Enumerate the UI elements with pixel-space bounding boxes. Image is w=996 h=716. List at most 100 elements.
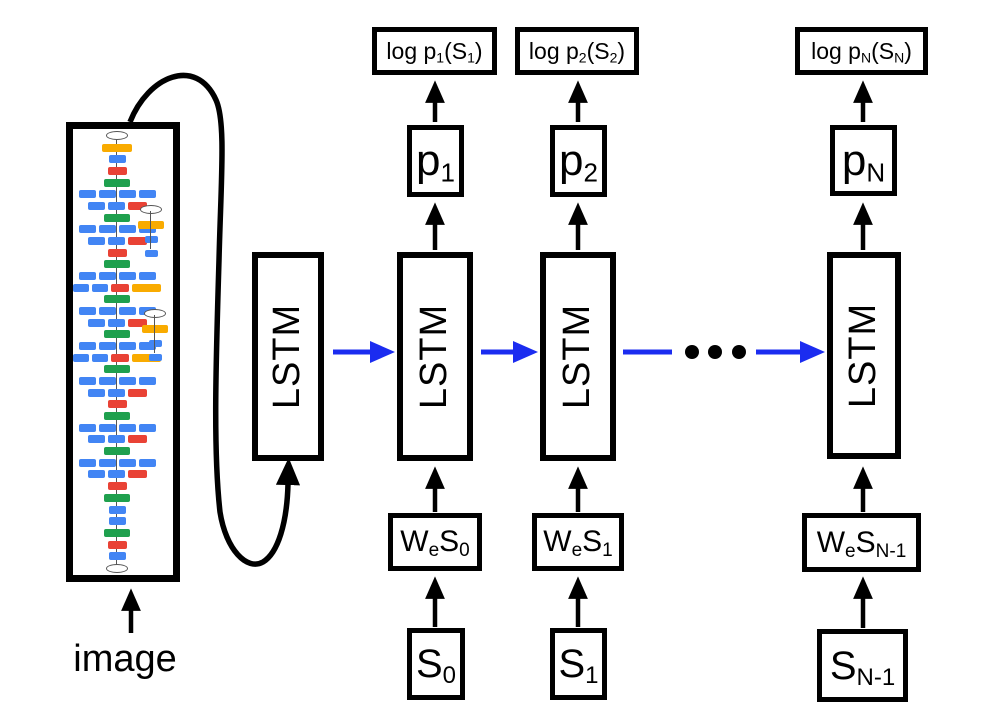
cnn-layer-node-blue	[98, 272, 116, 281]
cnn-layer-node-blue	[138, 272, 156, 281]
cnn-layer-node-blue	[73, 283, 90, 292]
cnn-layer-node-ellipse	[140, 205, 162, 214]
cnn-layer-node-yellow	[132, 283, 161, 292]
cnn-layer-row	[73, 283, 161, 292]
cnn-layer-node-ellipse	[144, 309, 166, 318]
cnn-layer-row	[73, 143, 161, 152]
cnn-layer-node-blue	[138, 377, 156, 386]
cnn-layer-node-blue	[78, 423, 96, 432]
cnn-layer-node-blue	[107, 202, 125, 211]
cnn-aux-branch-1	[133, 205, 169, 257]
cnn-layer-row	[73, 540, 161, 549]
word-box-0: S0	[407, 628, 465, 700]
cnn-layer-row	[73, 365, 161, 374]
cnn-layer-node-red	[127, 388, 147, 397]
cnn-layer-node-blue	[107, 388, 125, 397]
cnn-layer-row	[73, 167, 161, 176]
cnn-layer-row	[73, 447, 161, 456]
cnn-layer-row	[73, 517, 161, 526]
cnn-layer-node-blue	[144, 250, 158, 257]
cnn-layer-row	[73, 190, 161, 199]
lstm-label: LSTM	[842, 302, 885, 409]
log-prob-box-2: log p2(S2)	[515, 27, 639, 75]
cnn-layer-node-blue	[108, 517, 126, 526]
cnn-layer-row	[73, 458, 161, 467]
cnn-layer-node-red	[107, 540, 127, 549]
cnn-layer-row	[73, 295, 161, 304]
word-label-0: S0	[415, 642, 457, 689]
cnn-layer-node-green	[104, 528, 130, 537]
cnn-layer-node-blue	[92, 353, 109, 362]
cnn-layer-node-red	[107, 400, 127, 409]
cnn-layer-node-blue	[78, 272, 96, 281]
cnn-layer-node-blue	[108, 505, 126, 514]
cnn-layer-row	[73, 155, 161, 164]
cnn-layer-node-blue	[98, 307, 116, 316]
cnn-layer-node-blue	[98, 377, 116, 386]
cnn-layer-node-blue	[148, 354, 162, 361]
cnn-layer-row	[73, 528, 161, 537]
cnn-spine-line	[150, 211, 151, 249]
cnn-layer-node-red	[107, 248, 127, 257]
cnn-layer-node-blue	[98, 423, 116, 432]
cnn-layer-node-blue	[138, 458, 156, 467]
cnn-layer-row	[73, 505, 161, 514]
cnn-layer-node-blue	[118, 342, 136, 351]
cnn-layer-node-green	[104, 412, 130, 421]
cnn-layer-node-blue	[148, 340, 162, 347]
cnn-layer-row	[73, 412, 161, 421]
cnn-aux-branch-2	[137, 309, 173, 361]
lstm-box-2: LSTM	[397, 252, 473, 461]
cnn-layer-node-blue	[118, 272, 136, 281]
p-box-n: pN	[830, 125, 897, 196]
cnn-layer-node-ellipse	[106, 131, 128, 140]
cnn-layer-node-blue	[78, 190, 96, 199]
embedding-box-n1: WeSN-1	[802, 513, 921, 572]
word-box-n1: SN-1	[817, 629, 908, 702]
cnn-layer-row	[73, 563, 161, 573]
cnn-layer-row	[73, 248, 161, 257]
cnn-layer-node-blue	[118, 225, 136, 234]
cnn-layer-node-blue	[107, 470, 125, 479]
cnn-layer-node-blue	[107, 318, 125, 327]
p-box-1: p1	[407, 125, 464, 197]
cnn-layer-node-green	[104, 365, 130, 374]
cnn-layer-row	[73, 131, 161, 140]
lstm-label: LSTM	[556, 303, 599, 410]
cnn-layer-node-blue	[108, 155, 126, 164]
cnn-layer-node-blue	[118, 190, 136, 199]
cnn-layer-node-blue	[107, 237, 125, 246]
log-prob-label-1: log p1(S1)	[386, 37, 483, 65]
cnn-layer-row	[73, 423, 161, 432]
cnn-layer-node-blue	[78, 342, 96, 351]
cnn-layer-node-green	[104, 213, 130, 222]
cnn-layer-node-blue	[138, 423, 156, 432]
cnn-layer-node-red	[111, 353, 130, 362]
cnn-layer-node-blue	[98, 225, 116, 234]
p-label-2: p2	[559, 136, 598, 188]
cnn-layer-row	[73, 377, 161, 386]
cnn-layer-node-blue	[78, 377, 96, 386]
log-prob-box-n: log pN(SN)	[795, 27, 928, 75]
cnn-layer-node-blue	[87, 470, 105, 479]
cnn-layer-node-blue	[118, 377, 136, 386]
cnn-layer-row	[73, 435, 161, 444]
embedding-box-1: WeS1	[532, 513, 624, 571]
cnn-layer-node-blue	[98, 458, 116, 467]
cnn-layer-node-green	[104, 330, 130, 339]
cnn-layer-node-red	[127, 470, 147, 479]
word-box-1: S1	[550, 628, 607, 700]
cnn-layer-row	[73, 493, 161, 502]
cnn-layer-row	[73, 178, 161, 187]
cnn-layer-node-blue	[98, 342, 116, 351]
cnn-layer-node-red	[127, 435, 147, 444]
cnn-layer-row	[73, 260, 161, 269]
cnn-layer-node-green	[104, 295, 130, 304]
cnn-layer-row	[73, 400, 161, 409]
log-prob-label-n: log pN(SN)	[811, 37, 912, 65]
cnn-layer-row	[73, 470, 161, 479]
cnn-layer-node-blue	[92, 283, 109, 292]
cnn-layer-node-blue	[78, 225, 96, 234]
lstm-box-n: LSTM	[827, 252, 901, 459]
